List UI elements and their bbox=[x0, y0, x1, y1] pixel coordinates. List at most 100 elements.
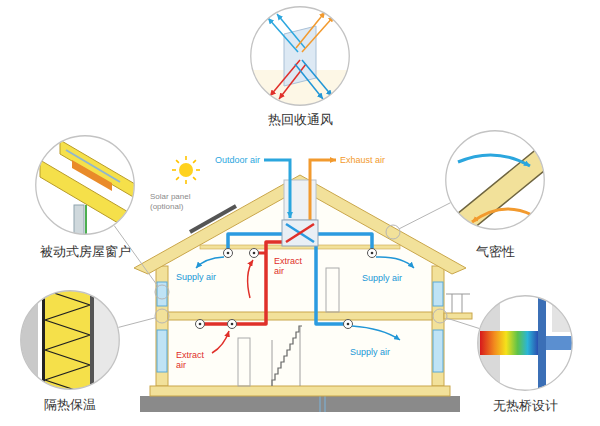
railing bbox=[452, 294, 453, 313]
heat-exchanger bbox=[286, 224, 314, 242]
door bbox=[238, 338, 250, 386]
window-detail bbox=[35, 135, 135, 237]
air-label: Supply air bbox=[362, 273, 402, 283]
vent bbox=[250, 249, 259, 258]
exchanger-core bbox=[284, 26, 316, 86]
air-label: Supply air bbox=[176, 272, 216, 282]
callout-outline bbox=[445, 130, 545, 230]
supply-flow-arrow bbox=[376, 257, 414, 268]
vent-dot bbox=[199, 323, 202, 326]
vent bbox=[196, 320, 205, 329]
leader-line bbox=[447, 318, 480, 328]
heat-exchanger bbox=[286, 224, 314, 242]
vent bbox=[224, 249, 233, 258]
leaders bbox=[114, 203, 479, 329]
flow-arrow bbox=[279, 64, 306, 99]
railing bbox=[462, 294, 463, 313]
membrane bbox=[42, 288, 45, 392]
supply-flow-arrow bbox=[352, 326, 400, 340]
staircase bbox=[272, 326, 302, 386]
leader-line bbox=[399, 203, 450, 229]
outdoor-air-duct bbox=[264, 160, 290, 218]
callout-ring bbox=[21, 291, 120, 390]
extract-duct bbox=[196, 242, 282, 324]
staircase bbox=[272, 340, 273, 386]
callout-circle: 热回收通风 bbox=[250, 6, 350, 106]
glazing bbox=[66, 150, 120, 182]
wall bbox=[432, 266, 444, 386]
foundation bbox=[140, 396, 460, 412]
window-frame bbox=[40, 160, 135, 233]
vent-dot bbox=[227, 252, 230, 255]
flow-arrows bbox=[268, 12, 334, 99]
sun-ray bbox=[185, 180, 187, 184]
vent-dot bbox=[347, 323, 350, 326]
callout-heading: 被动式房屋窗户 bbox=[35, 244, 135, 260]
flow-arrow bbox=[295, 64, 323, 99]
supply-flow-arrow bbox=[196, 257, 224, 268]
callout-circle: 隔热保温 bbox=[20, 290, 120, 390]
membrane bbox=[90, 288, 94, 392]
callout-ring bbox=[251, 7, 350, 106]
air-label: Extract air bbox=[176, 350, 214, 370]
callout-outline bbox=[35, 135, 135, 235]
wall bbox=[156, 266, 168, 386]
thermal-bridge-detail bbox=[470, 292, 576, 396]
vents bbox=[196, 249, 377, 329]
callout-outline bbox=[20, 290, 120, 390]
airtightness-detail bbox=[430, 130, 560, 264]
callout-ring bbox=[36, 136, 135, 235]
insulation-layer bbox=[538, 292, 546, 396]
ground-slab bbox=[150, 386, 450, 396]
vent-dot bbox=[231, 323, 234, 326]
extract-duct bbox=[258, 252, 266, 255]
sun-ray bbox=[176, 160, 179, 163]
air-label: Extract air bbox=[274, 256, 312, 276]
leader-line bbox=[118, 318, 155, 328]
callout-outline bbox=[477, 295, 573, 391]
air-label: Solar panel (optional) bbox=[150, 192, 206, 211]
extract-flow-arrow bbox=[248, 260, 253, 298]
extract-flow-arrow bbox=[212, 331, 229, 353]
vent-dot bbox=[371, 252, 374, 255]
insulation-hatch bbox=[45, 290, 90, 395]
callout-circle: 无热桥设计 bbox=[477, 295, 573, 391]
vent bbox=[368, 249, 377, 258]
vent-dot bbox=[253, 252, 256, 255]
callout-heading: 隔热保温 bbox=[20, 397, 120, 413]
solar-panel bbox=[190, 206, 236, 232]
sun-ray bbox=[193, 160, 196, 163]
sun bbox=[179, 163, 193, 177]
callout-ring bbox=[478, 296, 573, 391]
heat-gradient bbox=[480, 331, 538, 355]
heat-recovery-detail bbox=[250, 6, 350, 110]
callout-heading: 气密性 bbox=[445, 244, 545, 260]
staircase bbox=[300, 326, 301, 386]
window bbox=[157, 330, 167, 372]
vent bbox=[344, 320, 353, 329]
air-label: Exhaust air bbox=[340, 155, 385, 165]
air-label: Supply air bbox=[350, 347, 390, 357]
airtight-layer bbox=[430, 130, 560, 264]
sun-ray bbox=[172, 169, 176, 171]
sun-ray bbox=[193, 177, 196, 180]
window bbox=[433, 282, 443, 306]
wall-section bbox=[74, 205, 84, 237]
floor-slab bbox=[168, 312, 432, 320]
exhaust-air-duct bbox=[310, 160, 336, 220]
air-arrow bbox=[458, 155, 530, 166]
air-label: Outdoor air bbox=[215, 155, 260, 165]
callout-circle: 气密性 bbox=[445, 130, 545, 230]
vent bbox=[228, 320, 237, 329]
supply-duct bbox=[318, 234, 372, 249]
flow-arrow bbox=[296, 12, 325, 48]
heat-recovery-unit bbox=[282, 220, 318, 246]
door bbox=[326, 268, 339, 312]
insulation-layer bbox=[45, 288, 90, 392]
highlight-ring bbox=[155, 309, 169, 323]
supply-duct bbox=[316, 246, 344, 324]
sun-ray bbox=[176, 177, 179, 180]
insulation-detail bbox=[18, 288, 124, 395]
